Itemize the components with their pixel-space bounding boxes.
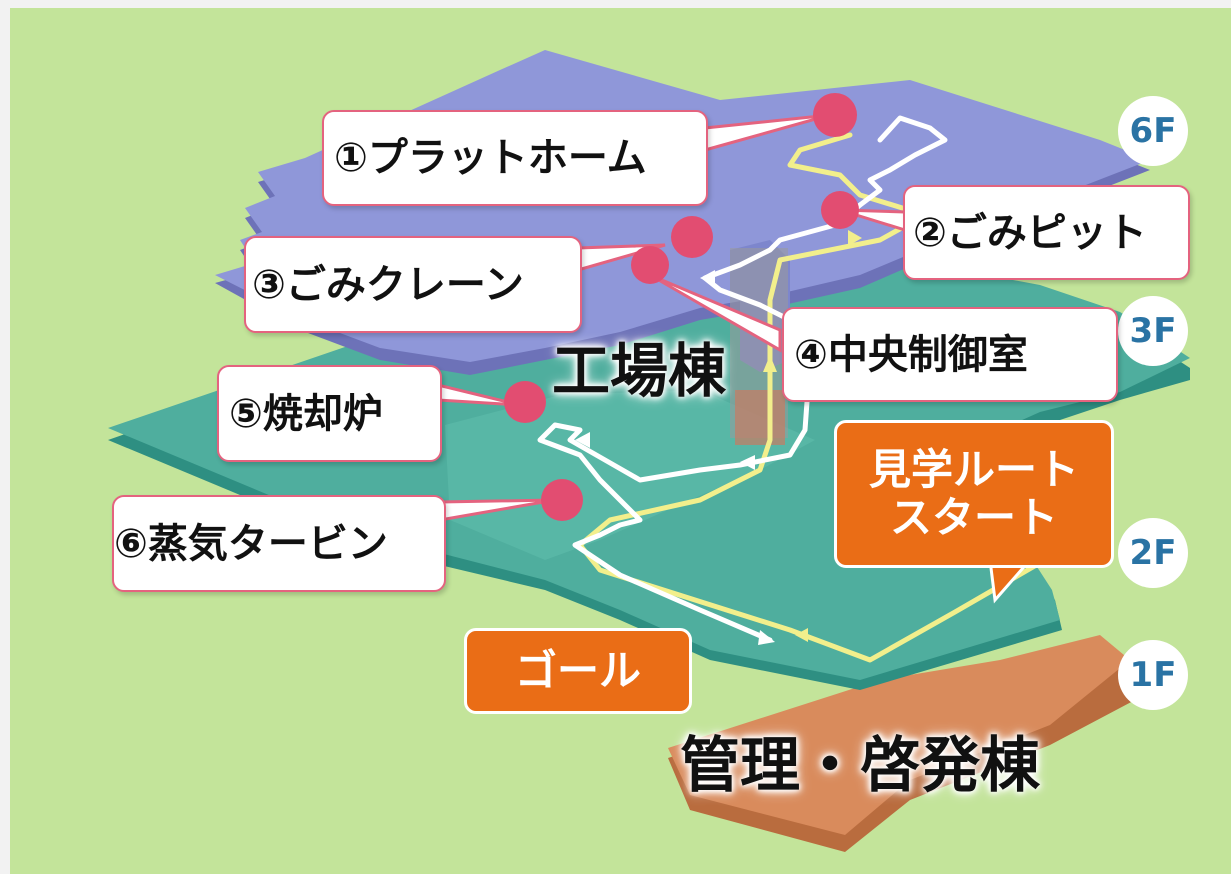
floor-label: 2F <box>1129 533 1177 573</box>
route-arrow-icon <box>758 630 775 645</box>
location-marker-icon <box>813 93 857 137</box>
route-arrow-icon <box>740 455 755 470</box>
stop-callout-waste-pit: ②ごみピット <box>903 185 1190 280</box>
admin-building-label: 管理・啓発棟 <box>680 731 1040 801</box>
floor-badge-2f: 2F <box>1118 518 1188 588</box>
stop-label: ②ごみピット <box>913 209 1147 256</box>
route-start-label: 見学ルート スタート <box>834 420 1114 568</box>
stop-label: ④中央制御室 <box>794 331 1028 378</box>
floor-label: 1F <box>1129 655 1177 695</box>
floor-label: 3F <box>1129 311 1177 351</box>
floor-label: 6F <box>1129 111 1177 151</box>
goal-label: ゴール <box>514 645 641 695</box>
admin-building-1f <box>668 635 1135 852</box>
start-label-line2: スタート <box>889 493 1058 542</box>
route-white <box>537 115 948 643</box>
stop-label: ⑤焼却炉 <box>229 390 383 437</box>
location-marker-icon <box>821 191 859 229</box>
start-label-line1: 見学ルート <box>868 444 1079 494</box>
stop-label: ③ごみクレーン <box>252 261 524 308</box>
stop-callout-platform: ①プラットホーム <box>322 110 708 206</box>
route-arrow-icon <box>575 432 590 448</box>
plant-building-label: 工場棟 <box>552 337 727 405</box>
location-marker-icon <box>504 381 546 423</box>
floor-badge-3f: 3F <box>1118 296 1188 366</box>
floor-badge-6f: 6F <box>1118 96 1188 166</box>
stop-callout-waste-crane: ③ごみクレーン <box>244 236 582 333</box>
route-arrow-icon <box>763 355 777 372</box>
tour-route <box>537 115 1048 663</box>
location-marker-icon <box>631 246 669 284</box>
route-arrow-icon <box>848 230 862 246</box>
stop-callout-steam-turbine: ⑥蒸気タービン <box>112 495 446 592</box>
route-arrow-icon <box>795 628 808 642</box>
route-arrow-icon <box>700 270 715 286</box>
location-marker-icon <box>671 216 713 258</box>
location-marker-icon <box>541 479 583 521</box>
leader-lines <box>436 113 907 522</box>
floor-badge-1f: 1F <box>1118 640 1188 710</box>
stop-callout-control-room: ④中央制御室 <box>782 307 1118 402</box>
stop-label: ⑥蒸気タービン <box>114 520 388 567</box>
stop-callout-incinerator: ⑤焼却炉 <box>217 365 442 462</box>
route-goal-label: ゴール <box>464 628 692 714</box>
route-yellow <box>577 132 1048 663</box>
location-markers <box>504 93 859 521</box>
stop-label: ①プラットホーム <box>334 135 647 181</box>
